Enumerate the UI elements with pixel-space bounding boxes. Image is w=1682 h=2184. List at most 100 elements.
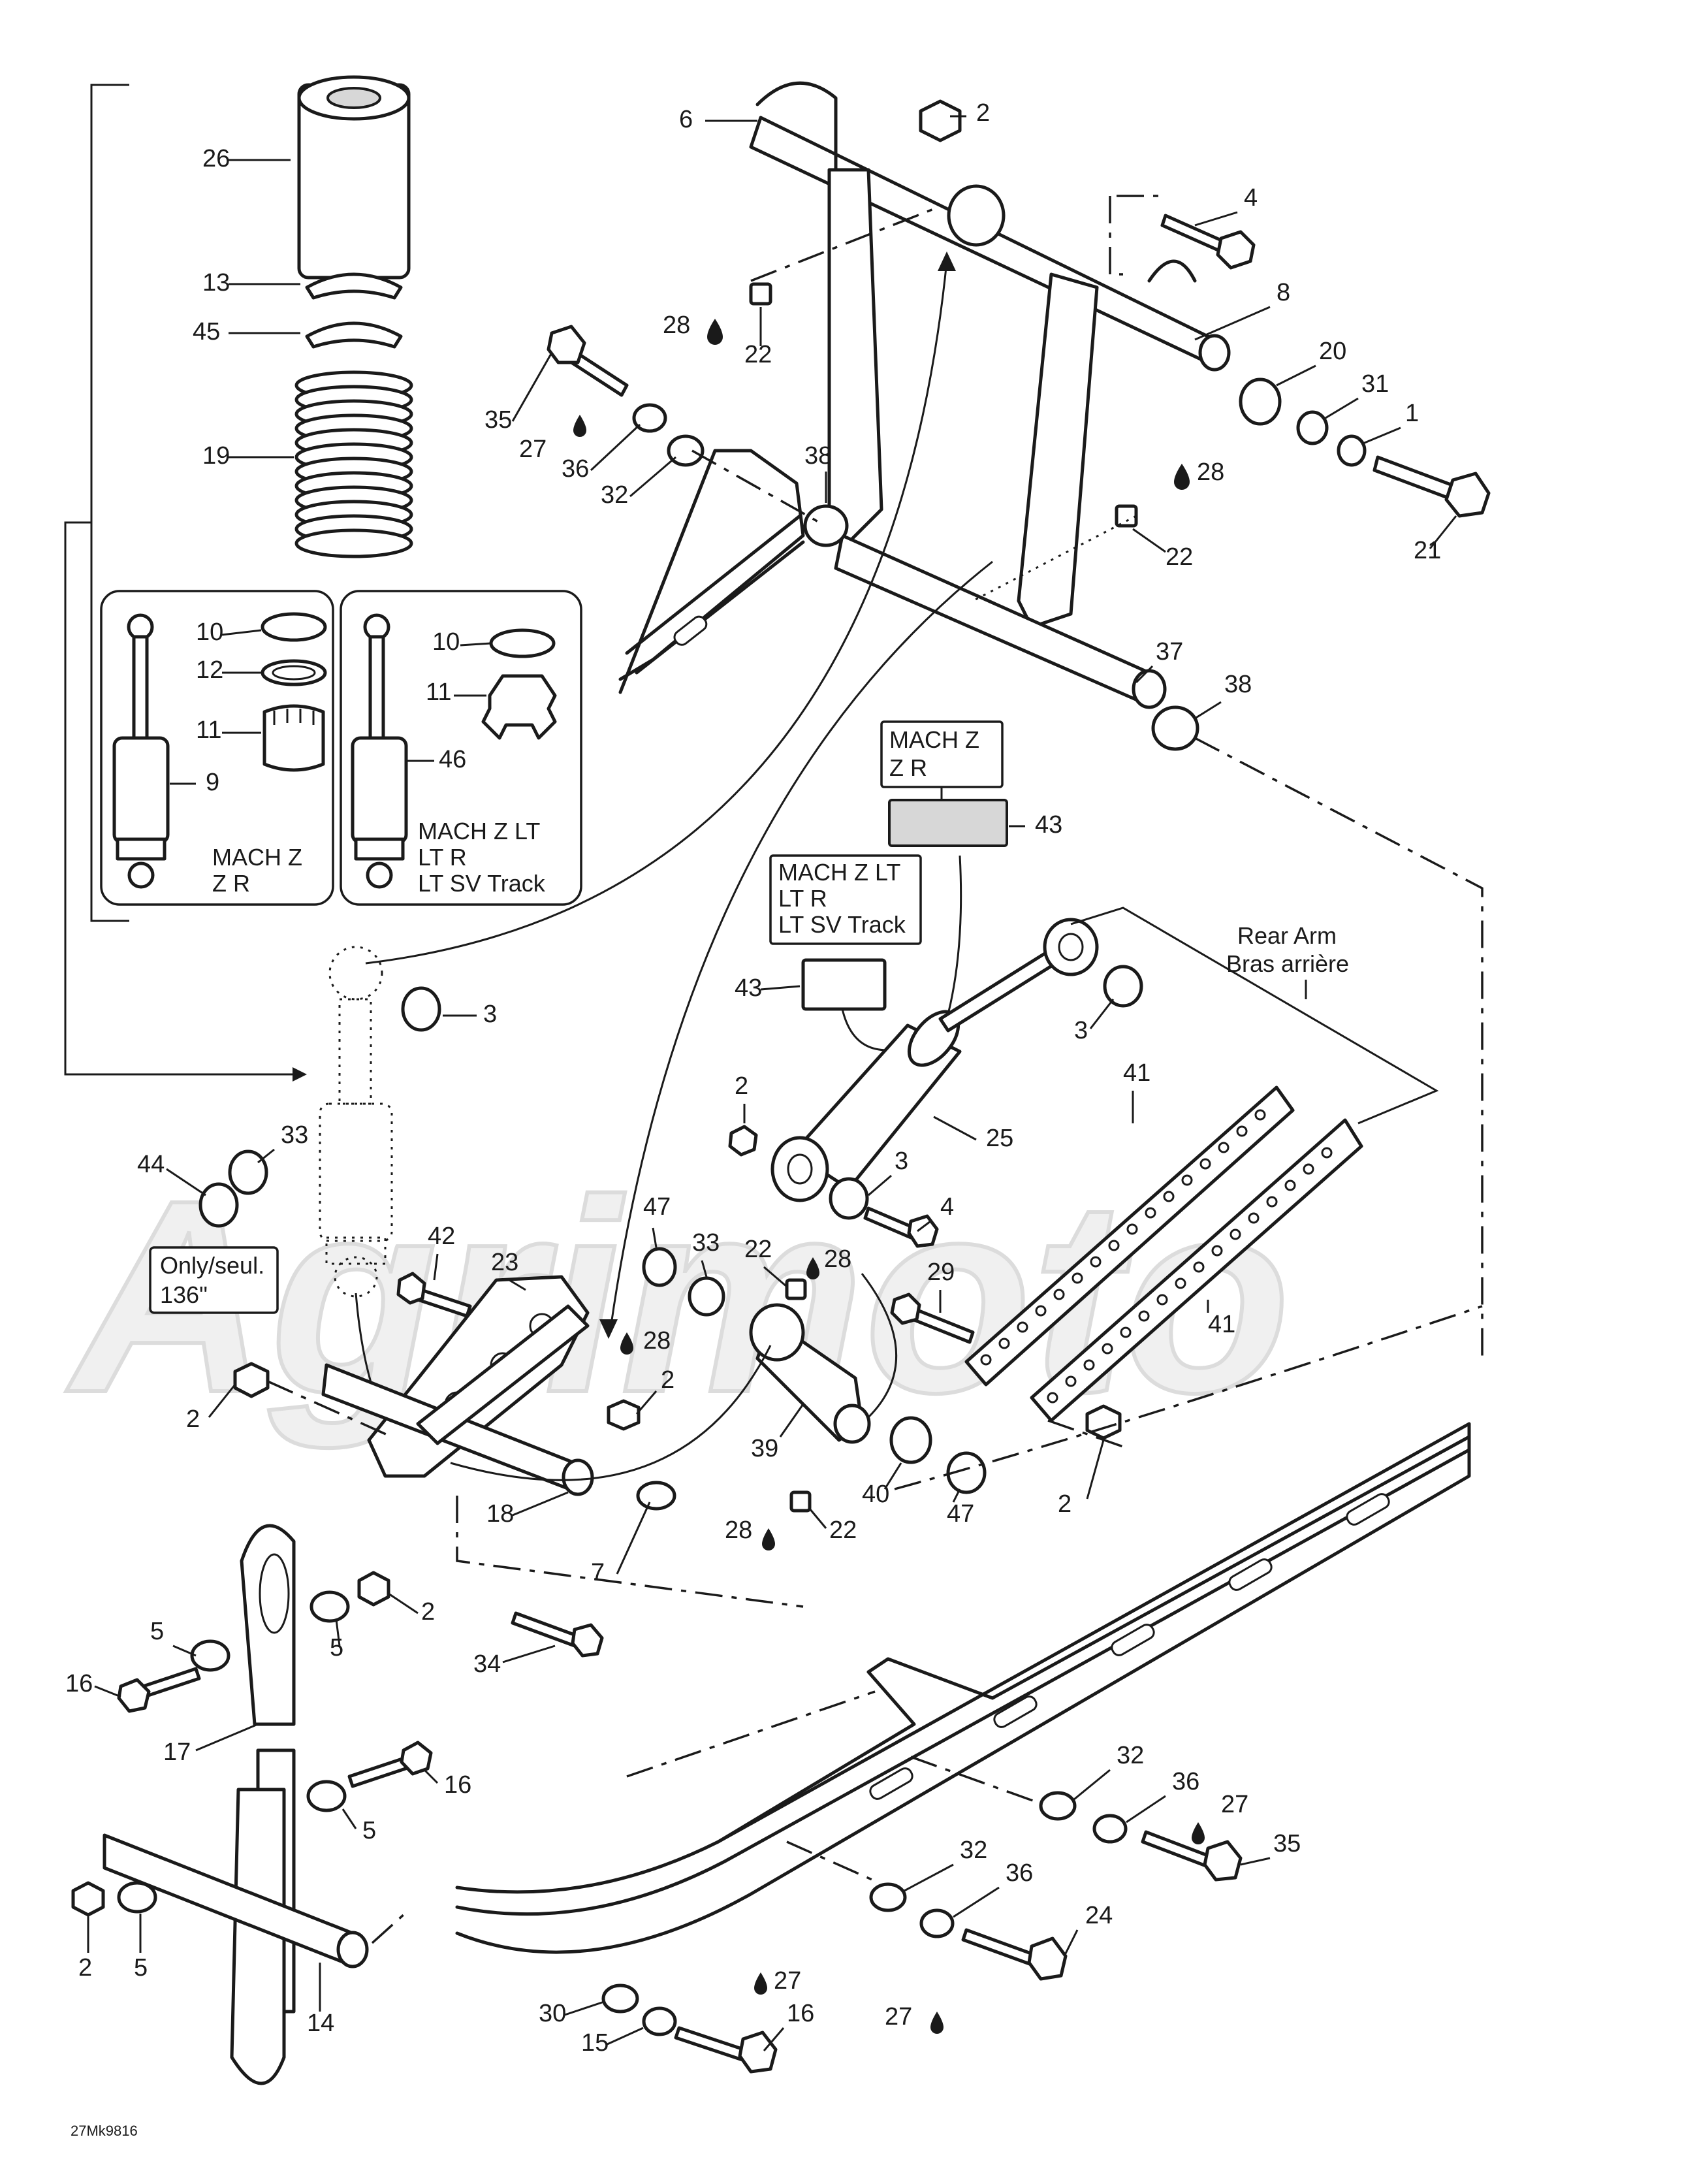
callout-c16b: 16 [444, 1771, 471, 1799]
decal-box-b: MACH Z LT LT R LT SV Track [769, 854, 922, 1052]
label-b-line1: MACH Z LT [778, 859, 900, 886]
callout-c36a: 36 [562, 455, 589, 483]
front-axle-assembly [71, 1524, 433, 2085]
callout-c41a: 41 [1123, 1059, 1150, 1087]
plate-hole [1303, 1163, 1314, 1175]
plate-hole [1181, 1174, 1193, 1186]
callout-c28a: 28 [663, 312, 690, 339]
front-arm-assembly [547, 81, 1491, 1358]
callout-c10b: 10 [432, 628, 460, 656]
callout-c14: 14 [307, 2010, 334, 2037]
callout-c47a: 47 [643, 1193, 671, 1221]
leader-line [933, 1116, 977, 1141]
leader-line [763, 1266, 787, 1288]
leader-line [883, 1462, 902, 1490]
callout-c31: 31 [1361, 370, 1389, 398]
callout-c24: 24 [1085, 1902, 1113, 1929]
leader-line [635, 1390, 658, 1415]
leader-line [917, 1220, 931, 1232]
callout-c2a: 2 [976, 99, 990, 127]
only-136-note: Only/seul. 136" [149, 1246, 279, 1314]
connector-curve-mid [609, 560, 993, 1330]
callout-c5d: 5 [134, 1954, 148, 1982]
plate-hole [1254, 1109, 1266, 1121]
callout-c11b: 11 [426, 679, 451, 706]
callout-c27b: 27 [1221, 1791, 1248, 1818]
rear-pivot-assembly [233, 1247, 1124, 1658]
leader-line [760, 985, 801, 991]
callout-c27c: 27 [774, 1967, 801, 1995]
callout-c12: 12 [196, 656, 223, 684]
decal-box-a: MACH Z Z R [880, 720, 1008, 1059]
shock-variant-box-right: MACH Z LT LT R LT SV Track [340, 590, 582, 906]
spring-stopper [305, 272, 403, 349]
leader-line [1135, 665, 1154, 684]
plate-hole [1035, 1305, 1047, 1317]
plate-hole [1102, 1343, 1113, 1355]
callout-c2b: 2 [735, 1072, 748, 1100]
label-b-line2: LT R [778, 885, 827, 912]
plate-hole [1211, 1245, 1223, 1257]
callout-c28b: 28 [1197, 458, 1224, 486]
leader-line [221, 629, 262, 636]
label-a-line1: MACH Z [889, 726, 979, 753]
leader-line [335, 1619, 341, 1646]
leader-line [94, 1685, 121, 1698]
leader-line [502, 1645, 556, 1663]
callout-c27a: 27 [519, 436, 547, 463]
only-line1: Only/seul. [160, 1252, 264, 1279]
leader-line [1361, 426, 1401, 445]
plate-hole [1065, 1375, 1077, 1387]
leader-line [868, 1174, 892, 1196]
plate-hole [1090, 1256, 1102, 1268]
plate-hole [1071, 1272, 1083, 1284]
plate-hole [1175, 1277, 1186, 1289]
leader-line [701, 1260, 708, 1277]
plate-hole [980, 1354, 992, 1366]
callout-c16a: 16 [65, 1670, 93, 1697]
callout-c1: 1 [1405, 400, 1419, 427]
rear-arm-plates [964, 1085, 1363, 1422]
rear-arm-en: Rear Arm [1237, 922, 1337, 949]
callout-c29: 29 [927, 1259, 955, 1286]
suspension-spring [294, 370, 413, 558]
plate-hole [1120, 1326, 1132, 1338]
callout-c7: 7 [591, 1559, 605, 1586]
plate-hole [1284, 1180, 1296, 1191]
callout-c44: 44 [137, 1151, 165, 1178]
leader-line [564, 2000, 605, 2016]
leader-line [652, 1227, 658, 1248]
drawing-code: 27Mk9816 [71, 2123, 138, 2139]
callout-c13: 13 [202, 269, 230, 297]
leader-line [1429, 515, 1457, 549]
callout-c41b: 41 [1208, 1311, 1235, 1338]
plate-hole [1193, 1261, 1205, 1273]
leader-line [1240, 1857, 1271, 1866]
callout-c26: 26 [202, 145, 230, 172]
only-line2: 136" [160, 1281, 208, 1308]
leader-line [607, 2027, 644, 2046]
callout-c3b: 3 [1074, 1017, 1088, 1044]
plate-hole [1163, 1191, 1175, 1202]
callout-c27d: 27 [885, 2003, 912, 2031]
rear-arm-callout-bracket: Rear Arm Bras arrière [1070, 907, 1439, 1125]
callout-c4b: 4 [940, 1193, 954, 1221]
plate-hole [1199, 1158, 1211, 1170]
callout-c34: 34 [473, 1650, 501, 1678]
callout-c43a: 43 [1035, 811, 1062, 839]
connector-curve-top [365, 261, 948, 965]
callout-c23: 23 [491, 1249, 518, 1276]
plate-hole [1017, 1321, 1028, 1333]
callout-c3c: 3 [895, 1148, 908, 1175]
leader-line [616, 1502, 651, 1575]
callout-c6: 6 [679, 106, 693, 133]
plate-hole [1138, 1310, 1150, 1322]
box-right-line3: LT SV Track [418, 870, 546, 897]
callout-c9: 9 [206, 769, 219, 796]
callout-c39: 39 [751, 1435, 778, 1462]
leader-line [509, 1279, 526, 1291]
leader-line [208, 1384, 236, 1418]
callout-c36b: 36 [1172, 1768, 1199, 1795]
plate-hole [1145, 1207, 1156, 1219]
